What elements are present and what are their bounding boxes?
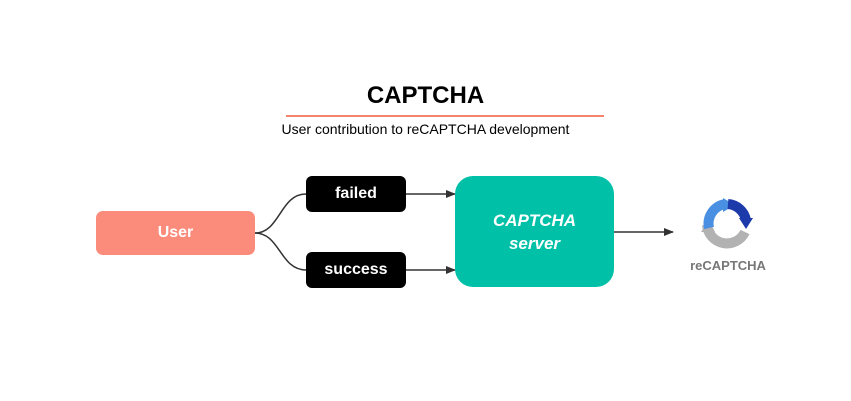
server-label-line1: CAPTCHA bbox=[492, 210, 577, 230]
user-node: User bbox=[96, 211, 255, 255]
server-label-line2: server bbox=[508, 233, 561, 253]
captcha-server-node: CAPTCHA server bbox=[455, 176, 614, 287]
diagram-subtitle: User contribution to reCAPTCHA developme… bbox=[281, 121, 570, 137]
title-underline bbox=[286, 115, 604, 117]
diagram-title: CAPTCHA bbox=[366, 82, 485, 109]
recaptcha-icon bbox=[701, 198, 753, 249]
connector-user-to-failed bbox=[254, 193, 307, 234]
connector-user-to-success bbox=[254, 232, 307, 271]
failed-node: failed bbox=[306, 176, 406, 212]
recaptcha-label: reCAPTCHA bbox=[690, 258, 766, 273]
success-node: success bbox=[306, 252, 406, 288]
